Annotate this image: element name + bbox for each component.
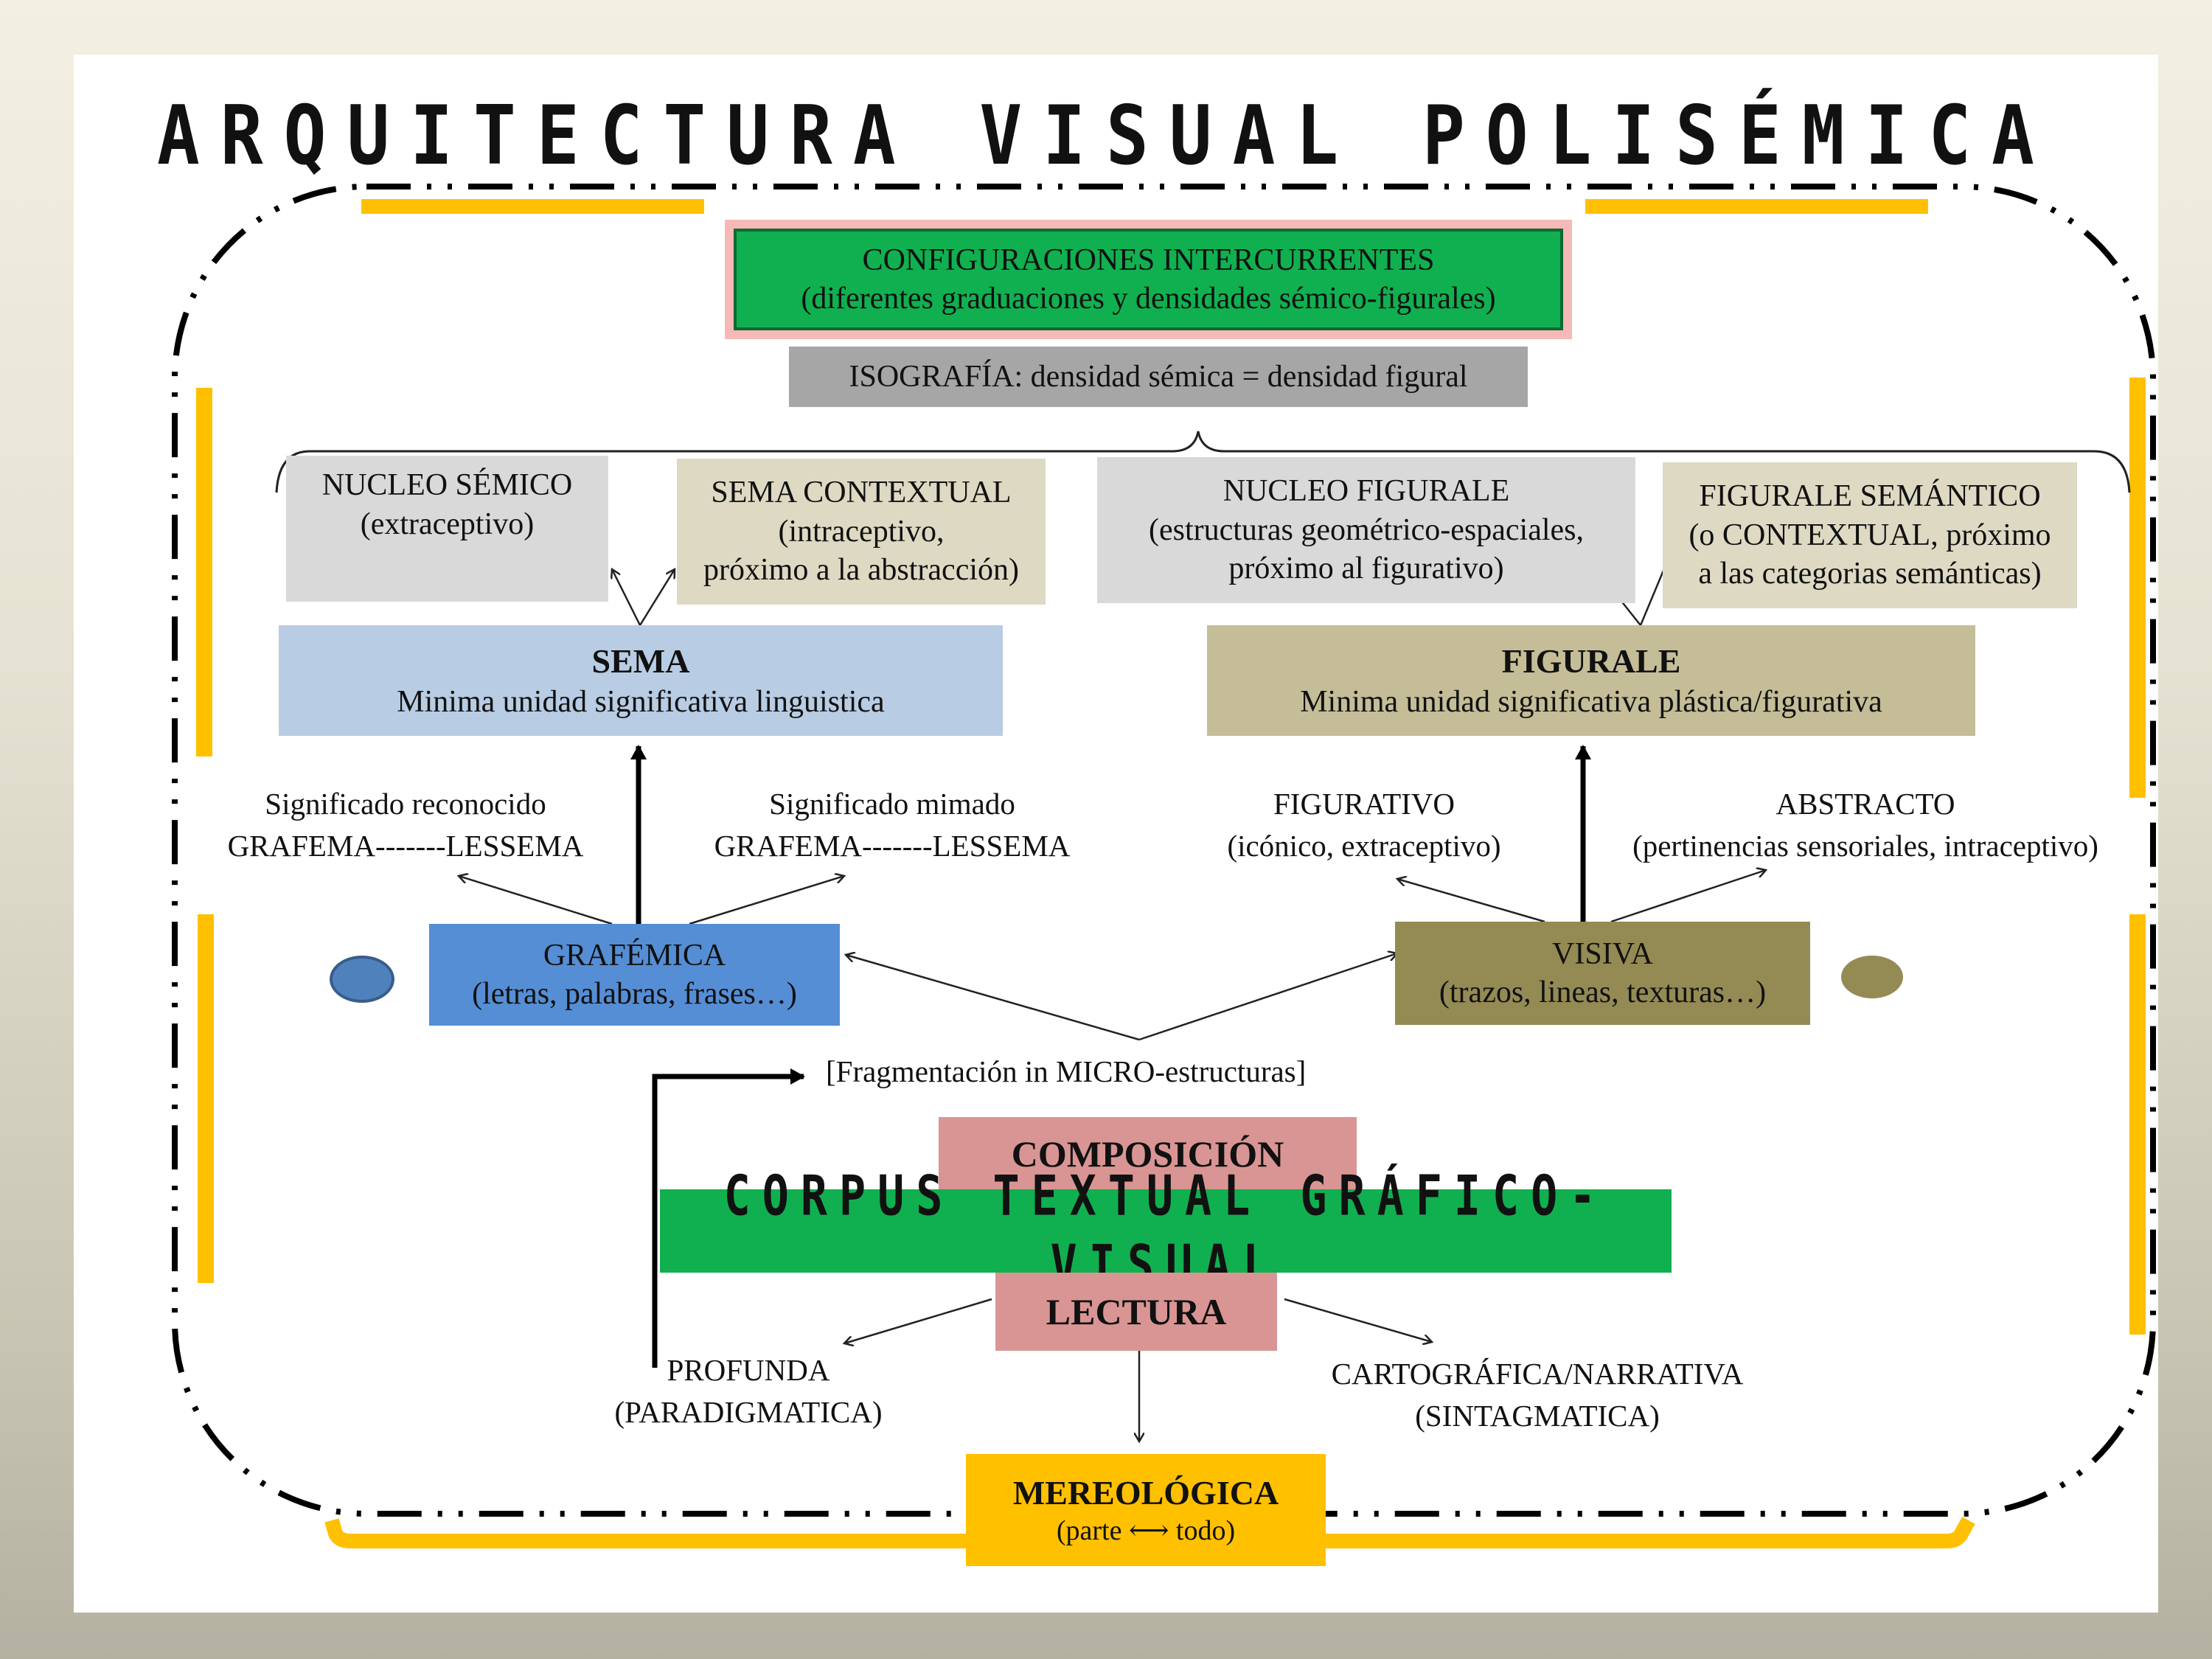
grafemica-title: GRAFÉMICA bbox=[543, 938, 726, 973]
corpus-text: CORPUS TEXTUAL GRÁFICO-VISUAL bbox=[723, 1164, 1608, 1298]
isografia-box: ISOGRAFÍA: densidad sémica = densidad fi… bbox=[789, 347, 1528, 407]
sema-contextual-title: SEMA CONTEXTUAL bbox=[711, 476, 1012, 510]
figurativo-line2: (icónico, extraceptivo) bbox=[1227, 829, 1501, 863]
mimado-line1: Significado mimado bbox=[769, 787, 1015, 821]
lectura-text: LECTURA bbox=[1046, 1290, 1227, 1332]
figurale-semantico-title: FIGURALE SEMÁNTICO bbox=[1699, 479, 2041, 514]
figurale-box: FIGURALE Minima unidad significativa plá… bbox=[1207, 625, 1975, 736]
reconocido-line1: Significado reconocido bbox=[265, 787, 546, 821]
figurativo-label: FIGURATIVO (icónico, extraceptivo) bbox=[1180, 783, 1548, 868]
olive-dot bbox=[1841, 956, 1903, 998]
composicion-text: COMPOSICIÓN bbox=[1011, 1133, 1284, 1175]
cartografica-label: CARTOGRÁFICA/NARRATIVA (SINTAGMATICA) bbox=[1287, 1353, 1788, 1438]
mereologica-subtitle: (parte ⟷ todo) bbox=[1056, 1515, 1236, 1546]
figurativo-line1: FIGURATIVO bbox=[1273, 787, 1455, 821]
grafemica-box: GRAFÉMICA (letras, palabras, frases…) bbox=[429, 924, 840, 1026]
significado-mimado-label: Significado mimado GRAFEMA-------LESSEMA bbox=[675, 783, 1110, 868]
sema-contextual-box: SEMA CONTEXTUAL (intraceptivo, próximo a… bbox=[677, 459, 1046, 605]
sema-title: SEMA bbox=[591, 642, 690, 680]
fragmentacion-label: [Fragmentación in MICRO-estructuras] bbox=[826, 1054, 1307, 1088]
blue-dot bbox=[330, 956, 394, 1003]
grafemica-subtitle: (letras, palabras, frases…) bbox=[472, 977, 797, 1011]
significado-reconocido-label: Significado reconocido GRAFEMA-------LES… bbox=[188, 783, 623, 868]
visiva-box: VISIVA (trazos, lineas, texturas…) bbox=[1395, 922, 1810, 1025]
isografia-text: ISOGRAFÍA: densidad sémica = densidad fi… bbox=[849, 359, 1468, 394]
sema-contextual-line2: próximo a la abstracción) bbox=[703, 553, 1019, 588]
corpus-box: CORPUS TEXTUAL GRÁFICO-VISUAL bbox=[660, 1164, 1672, 1298]
reconocido-line2: GRAFEMA-------LESSEMA bbox=[227, 829, 584, 863]
nucleo-semico-title: NUCLEO SÉMICO bbox=[321, 468, 573, 502]
nucleo-figurale-box: NUCLEO FIGURALE (estructuras geométrico-… bbox=[1097, 457, 1635, 603]
abstracto-line2: (pertinencias sensoriales, intraceptivo) bbox=[1632, 829, 2098, 863]
nucleo-semico-line1: (extraceptivo) bbox=[360, 507, 535, 541]
nucleo-figurale-line2: próximo al figurativo) bbox=[1228, 552, 1504, 586]
sema-subtitle: Minima unidad significativa linguistica bbox=[397, 684, 885, 719]
nucleo-semico-box: NUCLEO SÉMICO (extraceptivo) bbox=[286, 456, 608, 602]
diagram-title: ARQUITECTURA VISUAL POLISÉMICA bbox=[157, 88, 2055, 184]
mimado-line2: GRAFEMA-------LESSEMA bbox=[714, 829, 1071, 863]
cartografica-line1: CARTOGRÁFICA/NARRATIVA bbox=[1331, 1357, 1744, 1391]
configuraciones-box: CONFIGURACIONES INTERCURRENTES (diferent… bbox=[734, 229, 1563, 330]
mereologica-title: MEREOLÓGICA bbox=[1012, 1473, 1279, 1512]
lectura-box: LECTURA bbox=[995, 1273, 1277, 1351]
figurale-subtitle: Minima unidad significativa plástica/fig… bbox=[1300, 684, 1882, 719]
visiva-title: VISIVA bbox=[1552, 936, 1653, 971]
visiva-subtitle: (trazos, lineas, texturas…) bbox=[1439, 975, 1767, 1009]
profunda-line2: (PARADIGMATICA) bbox=[614, 1395, 883, 1430]
figurale-semantico-box: FIGURALE SEMÁNTICO (o CONTEXTUAL, próxim… bbox=[1663, 462, 2077, 608]
cartografica-line2: (SINTAGMATICA) bbox=[1415, 1399, 1660, 1433]
nucleo-figurale-title: NUCLEO FIGURALE bbox=[1222, 474, 1510, 509]
abstracto-line1: ABSTRACTO bbox=[1775, 787, 1955, 821]
configuraciones-title: CONFIGURACIONES INTERCURRENTES bbox=[862, 243, 1435, 277]
composicion-box: COMPOSICIÓN bbox=[939, 1117, 1357, 1191]
profunda-line1: PROFUNDA bbox=[667, 1353, 830, 1387]
sema-contextual-line1: (intraceptivo, bbox=[778, 514, 945, 549]
profunda-label: PROFUNDA (PARADIGMATICA) bbox=[605, 1349, 892, 1434]
configuraciones-subtitle: (diferentes graduaciones y densidades sé… bbox=[801, 282, 1496, 316]
abstracto-label: ABSTRACTO (pertinencias sensoriales, int… bbox=[1571, 783, 2160, 868]
figurale-semantico-line1: (o CONTEXTUAL, próximo bbox=[1688, 518, 2051, 552]
figurale-semantico-line2: a las categorias semánticas) bbox=[1698, 557, 2042, 591]
figurale-title: FIGURALE bbox=[1501, 642, 1681, 680]
sema-box: SEMA Minima unidad significativa linguis… bbox=[279, 625, 1003, 736]
nucleo-figurale-line1: (estructuras geométrico-espaciales, bbox=[1148, 512, 1585, 547]
mereologica-box: MEREOLÓGICA (parte ⟷ todo) bbox=[966, 1454, 1326, 1566]
